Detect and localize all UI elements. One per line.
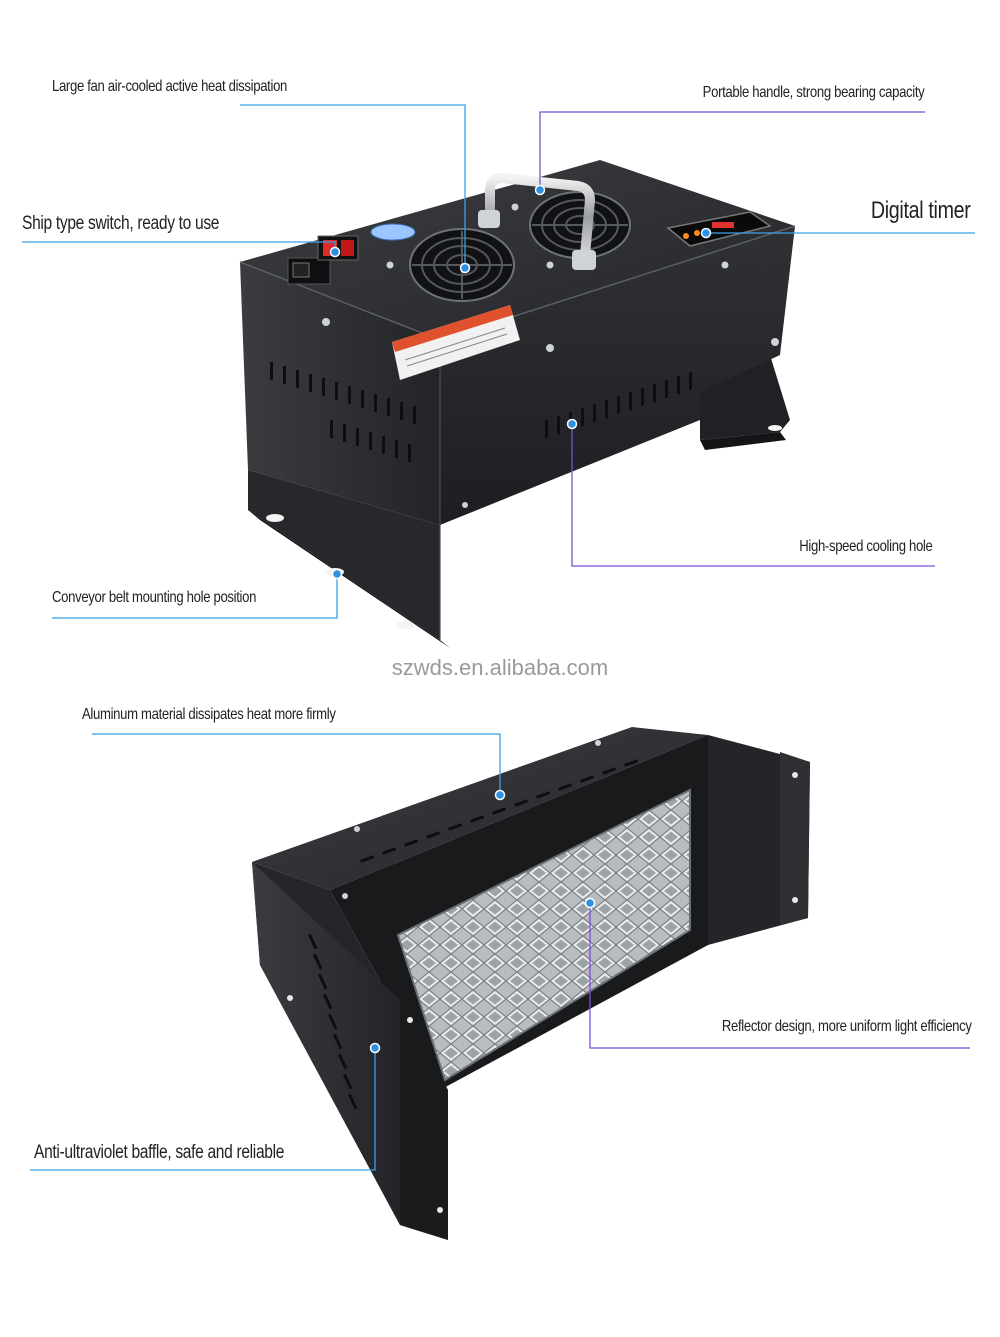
callout-fan-label: Large fan air-cooled active heat dissipa… — [52, 78, 288, 95]
leader-baffle — [30, 1048, 376, 1171]
callout-baffle-label: Anti-ultraviolet baffle, safe and reliab… — [34, 1142, 285, 1163]
callout-reflector-label: Reflector design, more uniform light eff… — [722, 1018, 972, 1035]
leader-aluminum — [92, 733, 501, 795]
leader-fan — [240, 104, 466, 268]
callout-dots — [329, 184, 712, 1054]
callout-handle-label: Portable handle, strong bearing capacity — [702, 84, 924, 101]
leader-reflector — [589, 903, 970, 1049]
callout-timer-label: Digital timer — [870, 197, 970, 224]
leader-mounting — [52, 575, 338, 619]
warning-label-icon — [392, 305, 520, 380]
callout-switch-label: Ship type switch, ready to use — [22, 213, 220, 234]
callout-aluminum-label: Aluminum material dissipates heat more f… — [82, 706, 336, 723]
side-vents — [270, 362, 416, 462]
baffle-vents — [308, 933, 358, 1110]
top-vents — [359, 759, 639, 863]
digital-timer-icon — [666, 211, 772, 247]
leader-cooling — [571, 425, 935, 567]
lamp-housing — [252, 727, 810, 1240]
callout-cooling-label: High-speed cooling hole — [798, 538, 933, 555]
watermark: szwds.en.alibaba.com — [391, 655, 609, 680]
callout-mounting-label: Conveyor belt mounting hole position — [52, 589, 257, 606]
leader-handle — [539, 111, 925, 188]
fan-icon — [529, 191, 631, 259]
